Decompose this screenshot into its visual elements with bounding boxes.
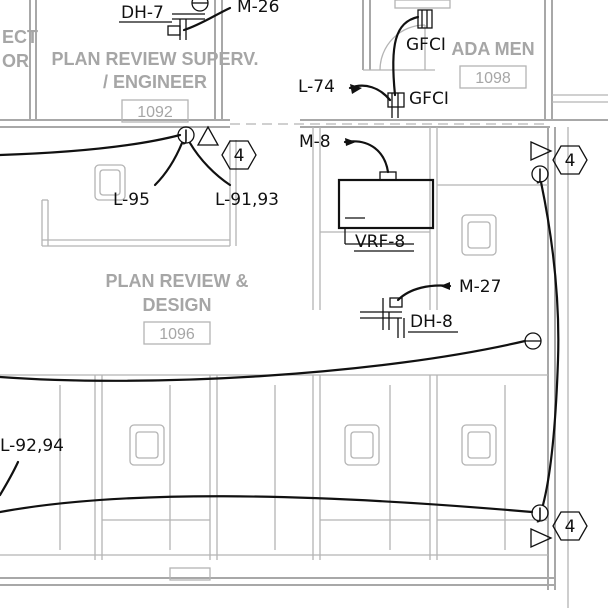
m26-callout: M-26 [182, 0, 279, 32]
room-label-ada-mens: ADA MEN 1098 [451, 39, 535, 89]
m8-callout: M-8 [299, 132, 390, 174]
svg-text:GFCI: GFCI [409, 89, 449, 109]
svg-text:M-27: M-27 [459, 277, 501, 297]
room-label-plan-review-design: PLAN REVIEW & DESIGN 1096 [105, 271, 249, 345]
m27-callout: M-27 [396, 277, 501, 302]
svg-text:L-92,94: L-92,94 [0, 436, 64, 456]
svg-text:L-95: L-95 [113, 190, 150, 210]
dh7-device: DH-7 [119, 0, 209, 40]
svg-text:J: J [183, 126, 189, 145]
svg-text:4: 4 [565, 151, 576, 171]
keynote-hex-top-left: 4 [221, 140, 257, 170]
svg-text:OR: OR [2, 51, 29, 71]
svg-text:M-26: M-26 [237, 0, 279, 17]
room-label-plan-review-supervisor: PLAN REVIEW SUPERV. / ENGINEER 1092 [51, 49, 259, 123]
svg-text:J: J [537, 165, 543, 184]
gfci-upper: GFCI [406, 9, 446, 55]
room-number-1092: 1092 [137, 104, 173, 121]
vrf8-unit: VRF-8 [337, 171, 435, 252]
room-number-1098: 1098 [475, 70, 511, 87]
room-number-1096: 1096 [159, 326, 195, 343]
svg-text:DESIGN: DESIGN [142, 295, 211, 315]
circuit-wire-lower-run [0, 495, 534, 514]
svg-text:M-8: M-8 [299, 132, 331, 152]
l9294-callout: L-92,94 [0, 436, 64, 497]
svg-text:DH-7: DH-7 [121, 3, 164, 23]
svg-text:L-91,93: L-91,93 [215, 190, 279, 210]
room-label-project-director: ECT OR [2, 27, 38, 71]
svg-text:VRF-8: VRF-8 [355, 232, 405, 252]
svg-text:L-74: L-74 [298, 77, 335, 97]
gfci-lower: GFCI [387, 89, 449, 118]
dh8-device: DH-8 [360, 297, 458, 338]
svg-text:J: J [537, 504, 543, 523]
l74-callout: L-74 [298, 77, 392, 102]
svg-text:DH-8: DH-8 [410, 312, 453, 332]
svg-text:ECT: ECT [2, 27, 38, 47]
circuit-wire-middle-run [0, 339, 527, 382]
junction-box-right-top: J [531, 165, 549, 184]
svg-text:PLAN REVIEW SUPERV.: PLAN REVIEW SUPERV. [51, 49, 258, 69]
junction-box-left: J L-95 L-91,93 [0, 125, 279, 210]
circuit-wire-gfci-link [392, 15, 420, 97]
circuit-wire-right-riser [539, 180, 560, 507]
svg-text:PLAN REVIEW &: PLAN REVIEW & [105, 271, 248, 291]
svg-text:4: 4 [234, 146, 245, 166]
keynote-hex-top-right: 4 [530, 140, 588, 175]
svg-text:GFCI: GFCI [406, 35, 446, 55]
receptacle-right [524, 332, 542, 350]
svg-text:/ ENGINEER: / ENGINEER [103, 72, 207, 92]
svg-text:4: 4 [565, 517, 576, 537]
keynote-hex-bottom-right: 4 [530, 511, 588, 549]
svg-text:ADA MEN: ADA MEN [451, 39, 534, 59]
